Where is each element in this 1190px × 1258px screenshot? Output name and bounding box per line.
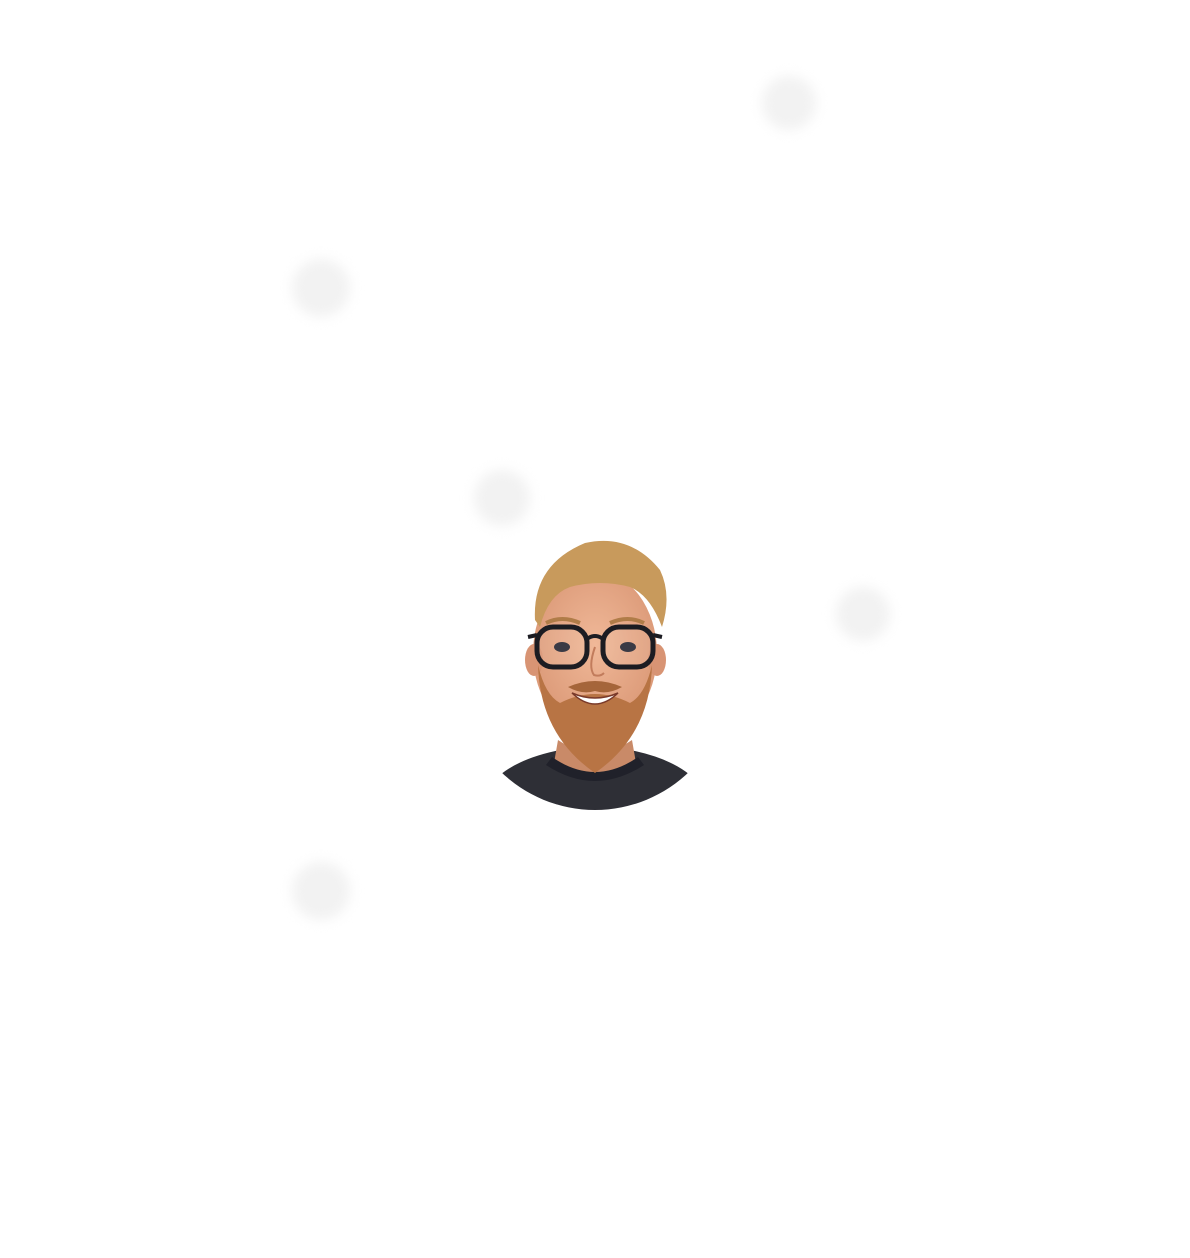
- background-blob: [762, 76, 816, 130]
- beard: [538, 665, 652, 773]
- face: [533, 571, 657, 735]
- mouth: [571, 692, 619, 705]
- eyebrow: [609, 617, 645, 625]
- eye: [620, 642, 636, 652]
- profile-photo-icon: [490, 540, 700, 810]
- background-blob: [836, 587, 890, 641]
- glasses-arm: [527, 633, 538, 639]
- mustache: [568, 681, 622, 693]
- hair: [534, 540, 667, 627]
- glasses-arm: [652, 633, 663, 639]
- eye: [554, 642, 570, 652]
- glasses-bridge: [585, 634, 605, 641]
- background-blob: [292, 259, 350, 317]
- background-blob: [474, 470, 530, 526]
- avatar[interactable]: [490, 535, 700, 810]
- collar: [546, 757, 644, 781]
- eyebrow: [545, 617, 581, 625]
- nose: [590, 646, 605, 677]
- background-blob: [292, 862, 350, 920]
